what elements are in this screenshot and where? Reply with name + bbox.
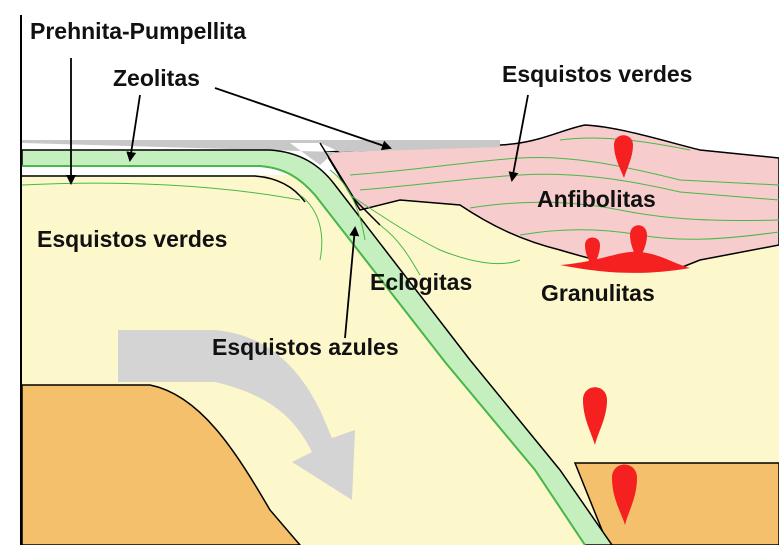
label-granulitas: Granulitas xyxy=(541,280,655,306)
label-prehnita-pumpellita: Prehnita-Pumpellita xyxy=(30,18,246,44)
label-esquistos-verdes-top: Esquistos verdes xyxy=(502,61,692,87)
label-esquistos-azules: Esquistos azules xyxy=(212,334,399,360)
label-eclogitas: Eclogitas xyxy=(370,269,472,295)
label-anfibolitas: Anfibolitas xyxy=(537,186,656,212)
label-zeolitas: Zeolitas xyxy=(113,65,200,91)
label-esquistos-verdes-left: Esquistos verdes xyxy=(37,226,227,252)
lower-right-crust-block xyxy=(575,463,779,545)
